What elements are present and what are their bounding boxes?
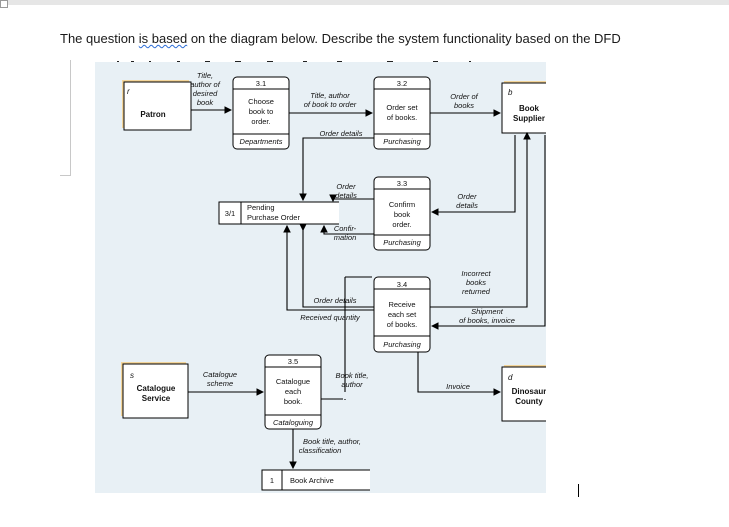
store-archive-name: Book Archive: [290, 476, 334, 485]
process-3-3-line1: Confirm: [389, 200, 415, 209]
process-3-1-line2: book to: [249, 107, 274, 116]
flow-label-shipment-2: of books, invoice: [459, 316, 515, 325]
text-cursor: [578, 484, 579, 497]
entity-catalogue-name-1: Catalogue: [137, 384, 176, 393]
flow-label-title-order-2: of book to order: [304, 100, 357, 109]
process-3-4-line1: Receive: [388, 300, 415, 309]
question-underlined: is based: [138, 31, 188, 46]
flow-label-classification-1: Book title, author,: [303, 437, 361, 446]
flow-label-shipment-1: Shipment: [471, 307, 504, 316]
entity-county-id: d: [508, 373, 513, 382]
entity-supplier-id: b: [508, 88, 513, 97]
flow-label-incorrect-2: books: [466, 278, 486, 287]
process-3-2-number: 3.2: [397, 79, 407, 88]
flow-label-order-details-2a: Order: [336, 182, 356, 191]
flow-label-confirmation-1: Confir-: [334, 224, 357, 233]
flow-label-order-details-3b: details: [456, 201, 478, 210]
margin-guide-tick: [60, 175, 71, 176]
process-3-3-line3: order.: [392, 220, 411, 229]
process-3-4-location: Purchasing: [383, 340, 421, 349]
flow-label-order-books-2: books: [454, 101, 474, 110]
flow-label-incorrect-3: returned: [462, 287, 491, 296]
process-3-5-location: Cataloguing: [273, 418, 314, 427]
process-3-4-line2: each set: [388, 310, 417, 319]
entity-patron-name: Patron: [140, 110, 165, 119]
process-3-1-line3: order.: [251, 117, 270, 126]
flow-label-order-books-1: Order of: [450, 92, 478, 101]
process-3-5: 3.5 Catalogue each book. Cataloguing: [264, 354, 322, 430]
flow-label-order-details-3a: Order: [457, 192, 477, 201]
question-text: The question is based on the diagram bel…: [60, 31, 621, 46]
flow-label-cat-scheme-2: scheme: [207, 379, 233, 388]
flow-label-order-details-4: Order details: [314, 296, 357, 305]
process-3-2-line2: of books.: [387, 113, 417, 122]
store-pending-purchase-order: 3/1 Pending Purchase Order: [218, 201, 339, 225]
store-pending-line1: Pending: [247, 203, 275, 212]
window-corner-box: [0, 0, 8, 8]
process-3-5-line3: book.: [284, 397, 302, 406]
flow-label-cat-scheme-1: Catalogue: [203, 370, 237, 379]
process-3-4: 3.4 Receive each set of books. Purchasin…: [373, 276, 431, 353]
entity-catalogue-id: s: [130, 371, 134, 380]
entity-catalogue-name-2: Service: [142, 394, 171, 403]
process-3-4-number: 3.4: [397, 280, 407, 289]
flow-label-desired-3: desired: [193, 89, 218, 98]
process-3-3-line2: book: [394, 210, 411, 219]
process-3-3-location: Purchasing: [383, 238, 421, 247]
flow-label-order-details-1: Order details: [320, 129, 363, 138]
flow-label-classification-2: classification: [299, 446, 342, 455]
process-3-5-line2: each: [285, 387, 301, 396]
margin-guide: [70, 60, 71, 176]
flow-label-invoice: Invoice: [446, 382, 470, 391]
store-pending-id: 3/1: [225, 209, 235, 218]
entity-dinosaur-county: d Dinosaur County: [501, 365, 569, 422]
entity-supplier-name-2: Supplier: [513, 114, 545, 123]
entity-catalogue-service: s Catalogue Service: [121, 362, 189, 419]
flow-label-title-order-1: Title, author: [310, 91, 350, 100]
top-bar: [0, 0, 729, 5]
process-3-1-number: 3.1: [256, 79, 266, 88]
process-3-4-line3: of books.: [387, 320, 417, 329]
entity-patron: r Patron: [122, 80, 192, 131]
flow-lines: [188, 106, 546, 470]
flow-label-order-details-2b: details: [335, 191, 357, 200]
store-book-archive: 1 Book Archive: [261, 469, 370, 491]
entity-supplier-name-1: Book: [519, 104, 540, 113]
dfd-diagram: r Patron b Book Supplier s Catalogue Ser…: [95, 62, 569, 493]
flow-label-received-qty: Received quantity: [300, 313, 361, 322]
process-3-2-location: Purchasing: [383, 137, 421, 146]
process-3-5-number: 3.5: [288, 357, 298, 366]
entity-county-name-1: Dinosaur: [512, 387, 546, 396]
question-before: The question: [60, 31, 139, 46]
process-3-5-line1: Catalogue: [276, 377, 310, 386]
store-pending-line2: Purchase Order: [247, 213, 300, 222]
flow-label-book-title-1: Book title,: [336, 371, 369, 380]
entity-book-supplier: b Book Supplier: [501, 81, 569, 134]
process-3-2-line1: Order set: [386, 103, 418, 112]
entity-patron-id: r: [127, 87, 130, 96]
process-3-3-number: 3.3: [397, 179, 407, 188]
flow-label-desired-1: Title,: [197, 71, 213, 80]
flow-labels: Title, author of desired book Title, aut…: [190, 71, 515, 455]
flow-label-confirmation-2: mation: [334, 233, 357, 242]
entity-county-name-2: County: [515, 397, 543, 406]
flow-label-incorrect-1: Incorrect: [461, 269, 491, 278]
process-3-2: 3.2 Order set of books. Purchasing: [373, 76, 431, 150]
question-after: on the diagram below. Describe the syste…: [187, 31, 621, 46]
store-archive-id: 1: [270, 476, 274, 485]
process-3-3: 3.3 Confirm book order. Purchasing: [373, 176, 431, 251]
flow-label-book-title-2: author: [341, 380, 363, 389]
flow-label-desired-4: book: [197, 98, 215, 107]
process-3-1-line1: Choose: [248, 97, 274, 106]
process-3-1: 3.1 Choose book to order. Departments: [232, 76, 290, 150]
flow-label-desired-2: author of: [190, 80, 221, 89]
process-3-1-location: Departments: [240, 137, 283, 146]
